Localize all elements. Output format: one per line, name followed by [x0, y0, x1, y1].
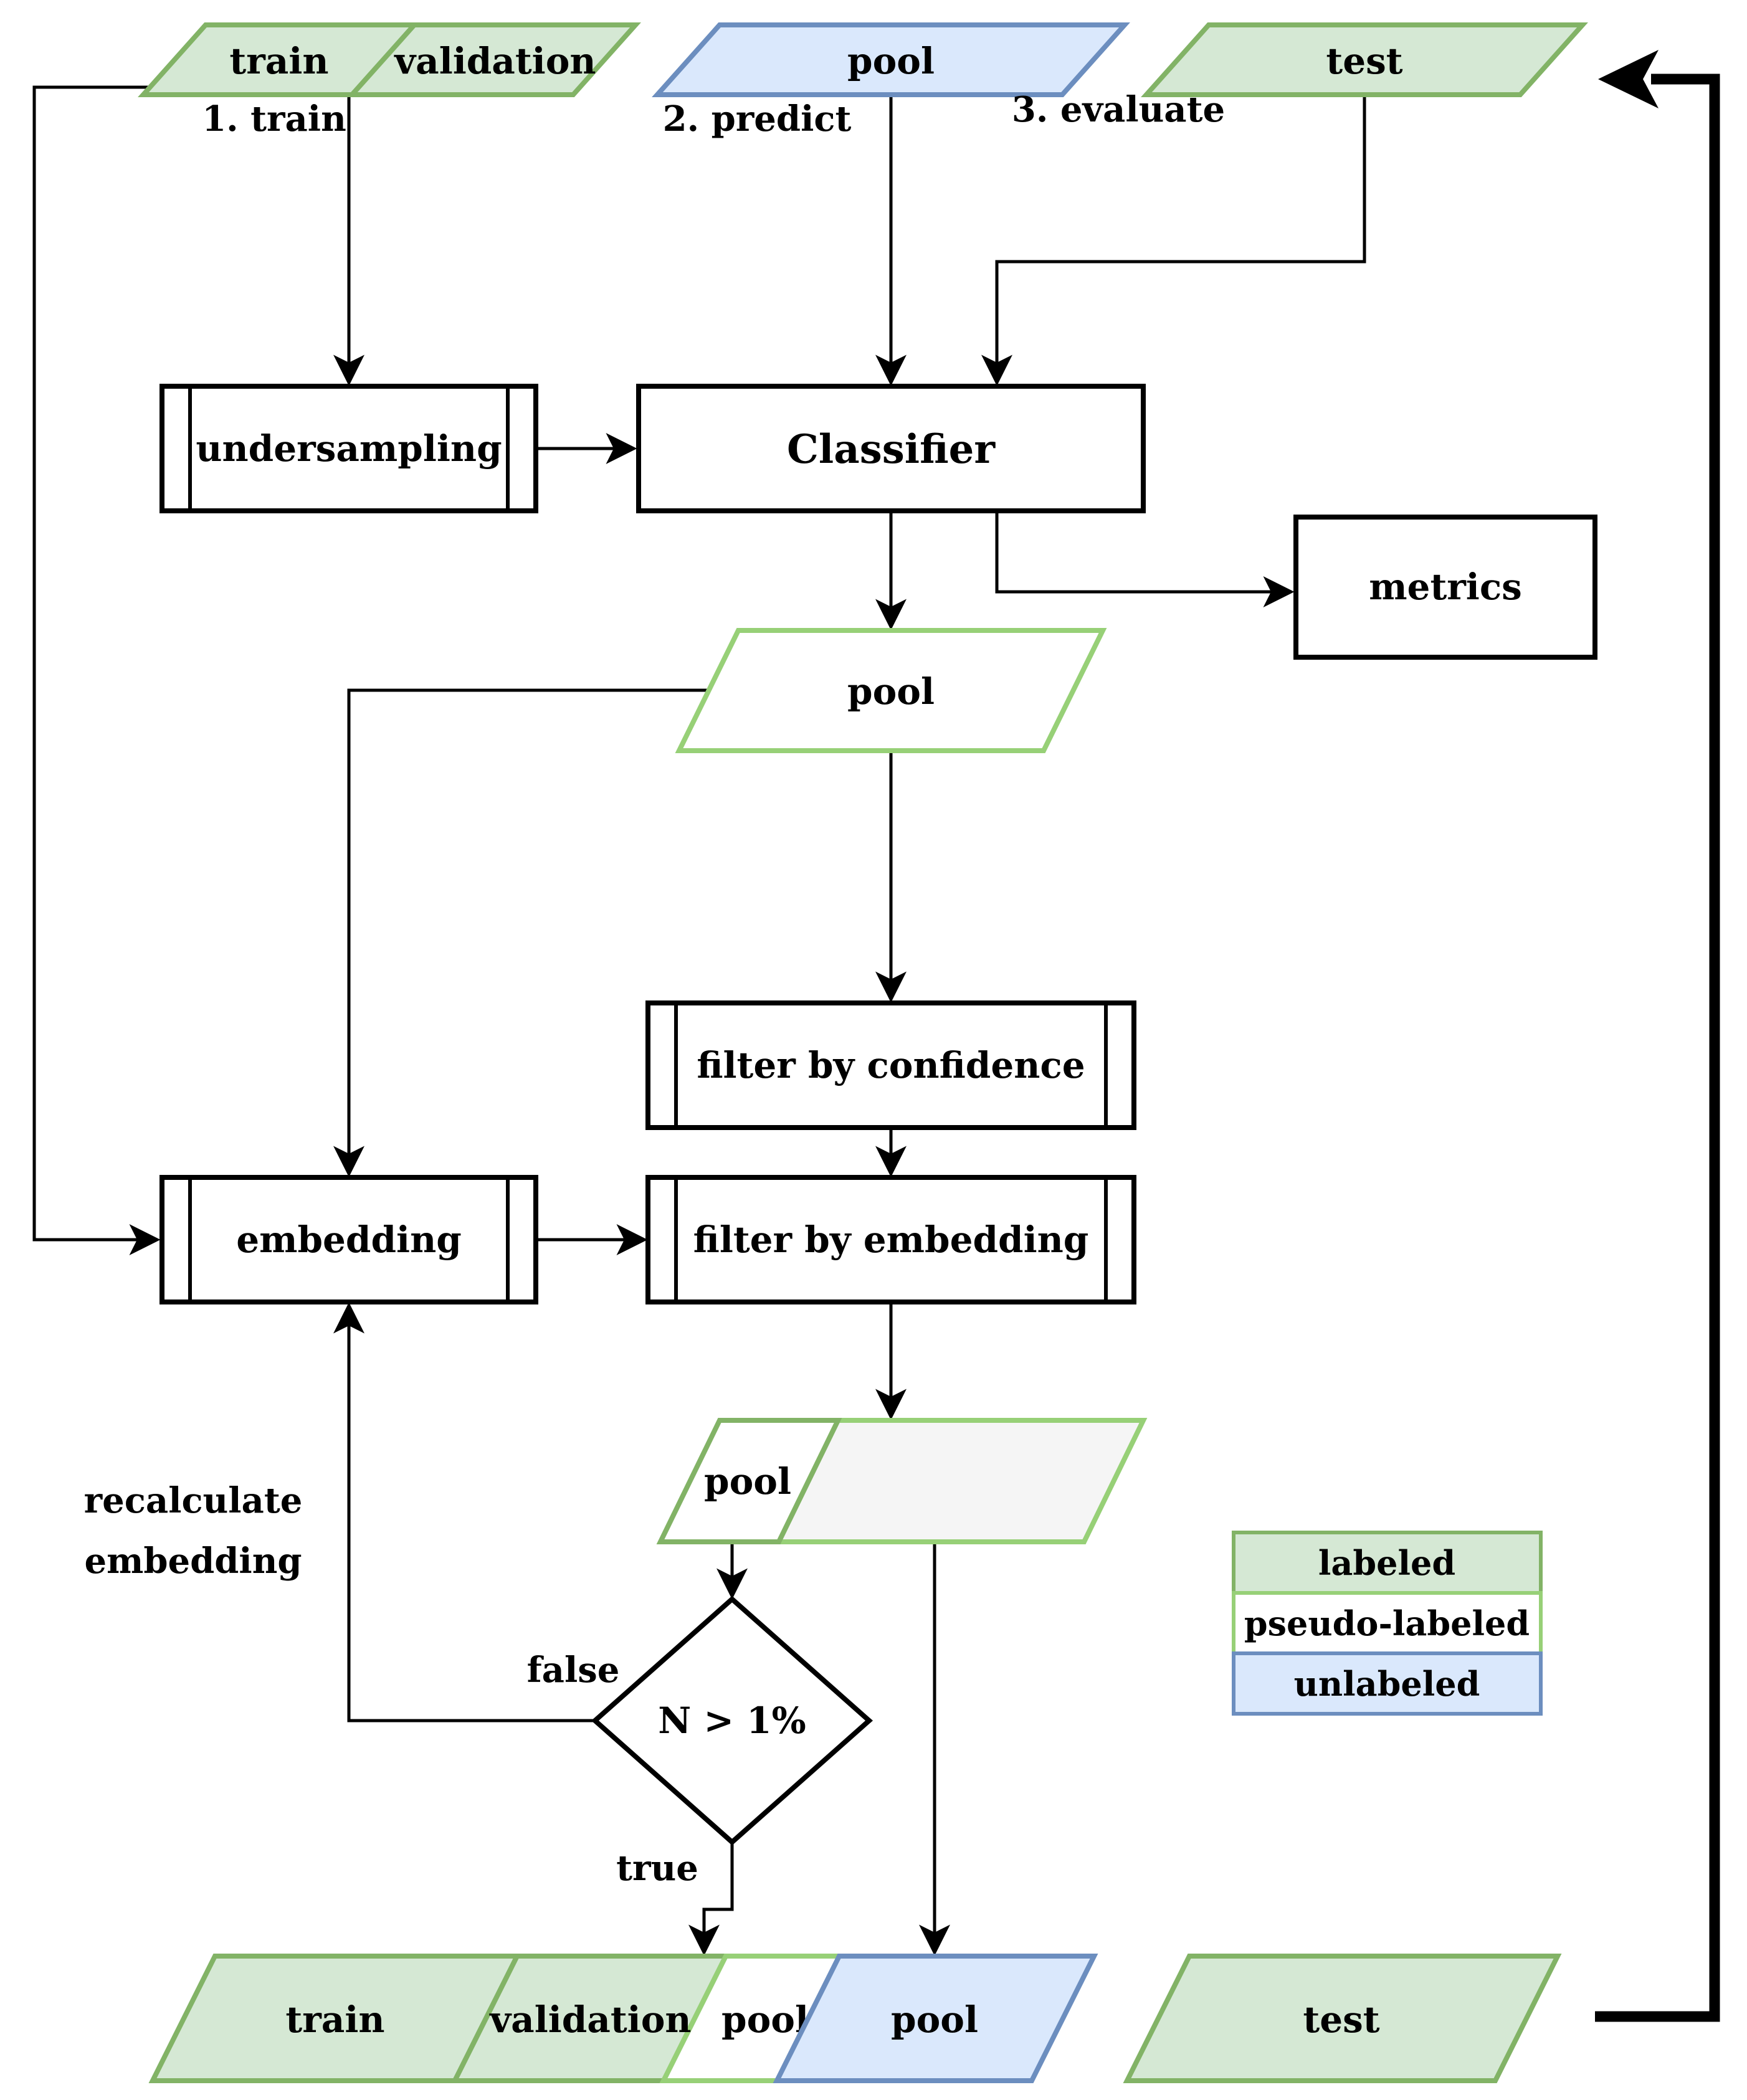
decision-diamond: N > 1%	[591, 1595, 874, 1846]
recalculate-embedding-annotation: recalculate embedding	[84, 1480, 303, 1582]
legend-labeled-label: labeled	[1318, 1543, 1455, 1583]
pool-top-shape	[652, 22, 1130, 97]
arrow-pool-to-embedding	[333, 688, 709, 1177]
embedding-subroutine: embedding	[159, 1175, 538, 1304]
undersampling-label: undersampling	[196, 427, 502, 470]
arrow-false-to-embedding	[333, 1302, 595, 1722]
step-evaluate-label: 3. evaluate	[1012, 89, 1225, 130]
filter-embedding-subroutine: filter by embedding	[645, 1175, 1136, 1304]
iteration-loop	[1595, 50, 1720, 2022]
step-train-label: 1. train	[202, 98, 346, 140]
decision-shape	[591, 1595, 874, 1846]
pool-split-right-shape	[774, 1418, 1148, 1544]
legend-labeled-swatch	[1232, 1531, 1543, 1595]
arrow-classifier-to-metrics	[995, 511, 1295, 607]
pool-top-label: pool	[847, 40, 935, 82]
step-predict-label: 2. predict	[663, 98, 852, 140]
legend-unlabeled-label: unlabeled	[1294, 1664, 1480, 1704]
pool-split-left-shape	[656, 1418, 842, 1544]
arrow-true-to-bottom-trainvalpool	[688, 1842, 734, 1956]
iteration-loop-line	[1595, 74, 1720, 2022]
filter-confidence-label: filter by confidence	[697, 1044, 1085, 1086]
classifier-box	[636, 384, 1146, 513]
filter-confidence-box	[645, 1000, 1136, 1130]
pool-bottom-label: pool	[891, 1998, 978, 2041]
filter-embedding-box	[645, 1175, 1136, 1304]
trainval-parallelogram: train validation	[138, 22, 641, 97]
undersampling-subroutine: undersampling	[159, 384, 538, 513]
test-bottom-label: test	[1303, 1998, 1379, 2041]
decision-label: N > 1%	[658, 1699, 806, 1742]
validation-top-label: validation	[393, 40, 596, 82]
pool-pseudo-parallelogram: pool	[675, 628, 1107, 753]
validation-top-shape	[346, 22, 641, 97]
legend-unlabeled-swatch	[1232, 1651, 1543, 1716]
undersampling-box	[159, 384, 538, 513]
recalculate-label-line1: recalculate	[84, 1480, 303, 1521]
pool-bottom-shape	[773, 1954, 1098, 2083]
pool-top-parallelogram: pool	[652, 22, 1130, 97]
validation-bottom-label: validation	[488, 1998, 691, 2041]
classifier-process: Classifier	[636, 384, 1146, 513]
test-top-label: test	[1326, 40, 1402, 82]
arrow-test-to-classifier	[981, 95, 1366, 386]
pool-pseudo-shape	[675, 628, 1107, 753]
legend: labeled pseudo-labeled unlabeled	[1232, 1531, 1543, 1716]
flow-edges	[32, 85, 1366, 1956]
pool-bottom-parallelogram: pool	[773, 1954, 1098, 2083]
metrics-process: metrics	[1293, 515, 1597, 660]
filter-embedding-label: filter by embedding	[693, 1219, 1089, 1261]
test-bottom-parallelogram: test	[1123, 1954, 1562, 2083]
metrics-label: metrics	[1369, 566, 1522, 608]
trainvalpool-bottom-parallelogram: train validation pool	[148, 1954, 870, 2083]
pool-pseudo-label: pool	[847, 670, 935, 713]
branch-true-label: true	[616, 1848, 698, 1889]
pool-split-parallelogram: pool	[656, 1418, 1148, 1544]
test-bottom-shape	[1123, 1954, 1562, 2083]
iteration-loop-arrowhead-icon	[1598, 50, 1659, 108]
train-bottom-label: train	[285, 1998, 384, 2041]
embedding-label: embedding	[236, 1219, 462, 1261]
embedding-box	[159, 1175, 538, 1304]
test-top-parallelogram: test	[1141, 22, 1588, 97]
metrics-box	[1293, 515, 1597, 660]
train-top-label: train	[229, 40, 328, 82]
recalculate-label-line2: embedding	[84, 1541, 302, 1582]
branch-false-label: false	[527, 1650, 620, 1691]
pool-appended-bottom-label: pool	[721, 1998, 809, 2041]
classifier-label: Classifier	[787, 426, 996, 473]
arrow-trainval-to-embedding	[32, 85, 161, 1255]
legend-pseudo-labeled-label: pseudo-labeled	[1244, 1604, 1530, 1643]
pool-split-label: pool	[704, 1460, 791, 1503]
filter-confidence-subroutine: filter by confidence	[645, 1000, 1136, 1130]
test-top-shape	[1141, 22, 1588, 97]
